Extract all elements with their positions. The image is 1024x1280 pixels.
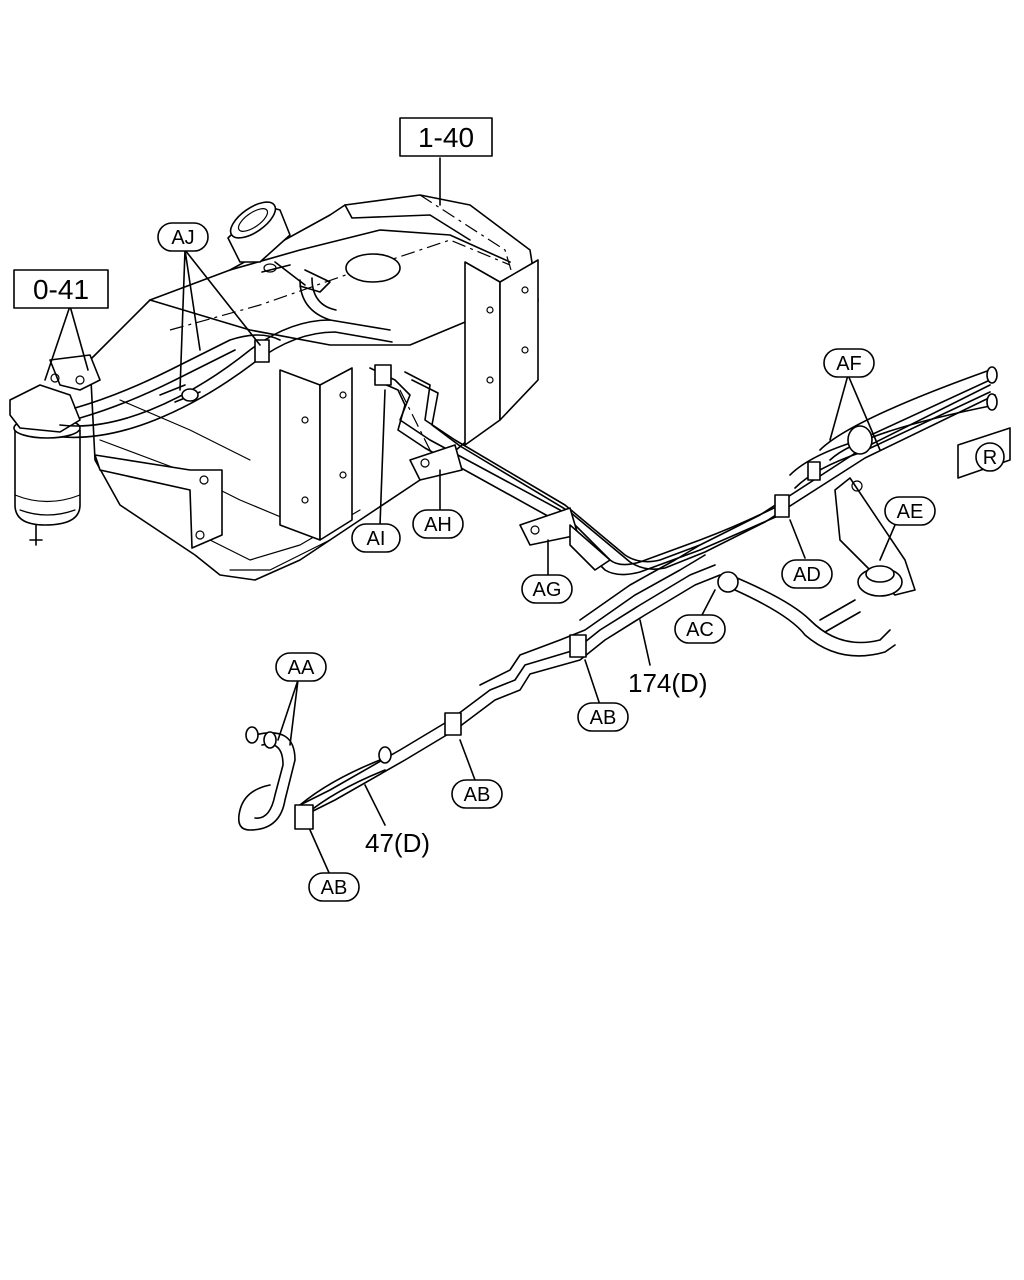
clip-ab-3	[294, 804, 314, 830]
tank-strap-left	[279, 367, 353, 541]
ref-box-tank[interactable]: 1-40	[399, 117, 493, 157]
callout-ah-label: AH	[424, 514, 452, 536]
callout-af-label: AF	[836, 353, 862, 375]
pipe-clips	[254, 339, 821, 830]
pipe-long-label: 174(D)	[628, 668, 707, 698]
clip-af	[807, 461, 821, 481]
clip-ab-1	[569, 634, 587, 658]
clip-ad	[774, 494, 790, 518]
clip-ai	[374, 364, 392, 386]
pressure-regulator	[717, 477, 916, 657]
tank-strap-right	[464, 259, 539, 446]
callout-ad[interactable]: AD	[781, 559, 833, 589]
callout-aa[interactable]: AA	[275, 652, 327, 682]
bracket-ag	[519, 507, 611, 571]
fuel-tank	[89, 194, 539, 581]
callout-ac-label: AC	[686, 619, 714, 641]
callout-ai-label: AI	[367, 528, 386, 550]
callout-aj[interactable]: AJ	[157, 222, 209, 252]
direction-label: R	[983, 447, 997, 469]
filler-neck	[227, 201, 291, 263]
callout-ad-label: AD	[793, 564, 821, 586]
callout-ab-3[interactable]: AB	[308, 872, 360, 902]
clip-ab-2	[444, 712, 462, 736]
front-hoses	[237, 726, 392, 831]
callout-ae-label: AE	[897, 501, 924, 523]
callout-ai[interactable]: AI	[351, 523, 401, 553]
ref-filter-label: 0-41	[33, 274, 89, 305]
callout-ag-label: AG	[533, 579, 562, 601]
direction-marker: R	[957, 427, 1011, 479]
callout-ab-1-label: AB	[590, 707, 617, 729]
ref-tank-label: 1-40	[418, 122, 474, 153]
sender-cap	[345, 253, 401, 283]
callout-af[interactable]: AF	[823, 348, 875, 378]
leader-lines	[44, 157, 896, 876]
ref-box-filter[interactable]: 0-41	[13, 269, 109, 309]
tank-front-bracket	[94, 454, 223, 549]
rear-hoses	[789, 366, 998, 489]
callout-ab-2[interactable]: AB	[451, 779, 503, 809]
bracket-ah	[409, 444, 463, 481]
callout-ah[interactable]: AH	[412, 509, 464, 539]
callout-ab-3-label: AB	[321, 877, 348, 899]
callout-ab-2-label: AB	[464, 784, 491, 806]
pipe-short-label: 47(D)	[365, 828, 430, 858]
callout-ac[interactable]: AC	[674, 614, 726, 644]
callout-aa-label: AA	[288, 657, 315, 679]
callout-ae[interactable]: AE	[884, 496, 936, 526]
clip-aj	[254, 339, 270, 363]
callout-ag[interactable]: AG	[521, 574, 573, 604]
callout-ab-1[interactable]: AB	[577, 702, 629, 732]
callout-aj-label: AJ	[171, 227, 194, 249]
fuel-filter	[9, 354, 101, 546]
